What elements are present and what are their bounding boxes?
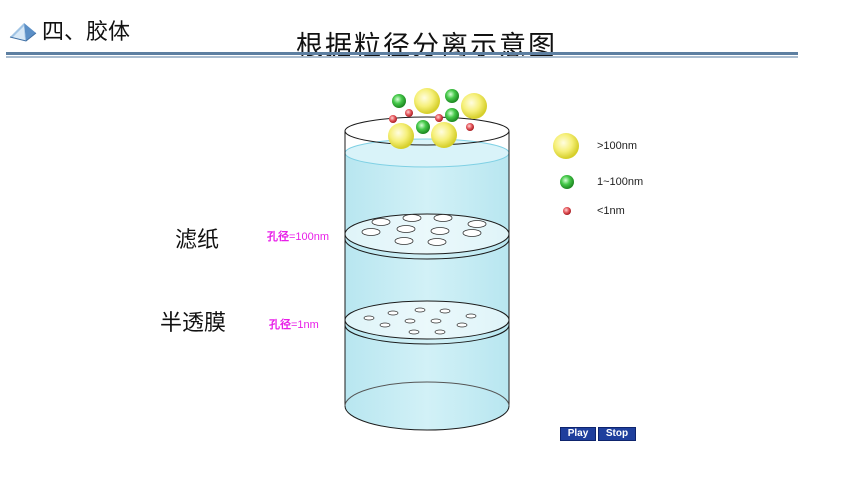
- cylinder: [344, 116, 510, 431]
- title-rule: [6, 52, 798, 55]
- membrane-pore-key: 孔径: [269, 319, 291, 331]
- legend-small-particle: [563, 207, 571, 215]
- section-title: 四、胶体: [42, 20, 131, 45]
- legend-small-label: <1nm: [597, 205, 625, 217]
- legend-medium-label: 1~100nm: [597, 176, 644, 188]
- legend-markers: [553, 133, 579, 215]
- book-icon: [9, 23, 37, 42]
- legend-medium-particle: [560, 175, 574, 189]
- water-body: [344, 138, 510, 430]
- filter-pores: [361, 214, 487, 246]
- legend-large-particle: [553, 133, 579, 159]
- filter-paper-disk: [344, 213, 510, 260]
- membrane-pores: [363, 307, 477, 335]
- particle-mixture: [388, 88, 487, 149]
- filter-paper-label: 滤纸: [175, 228, 220, 253]
- section-header: 四、胶体: [8, 14, 130, 46]
- filter-pore-value: =100nm: [289, 231, 330, 243]
- membrane-label: 半透膜: [160, 311, 227, 336]
- membrane-pore-size: 孔径=1nm: [269, 316, 319, 332]
- play-button[interactable]: Play: [560, 427, 596, 441]
- legend-large-label: >100nm: [597, 140, 638, 152]
- membrane-disk: [344, 300, 510, 345]
- filter-pore-key: 孔径: [267, 231, 289, 243]
- stop-button[interactable]: Stop: [598, 427, 636, 441]
- membrane-pore-value: =1nm: [291, 319, 319, 331]
- filter-pore-size: 孔径=100nm: [267, 228, 329, 244]
- title-rule-light: [6, 56, 798, 58]
